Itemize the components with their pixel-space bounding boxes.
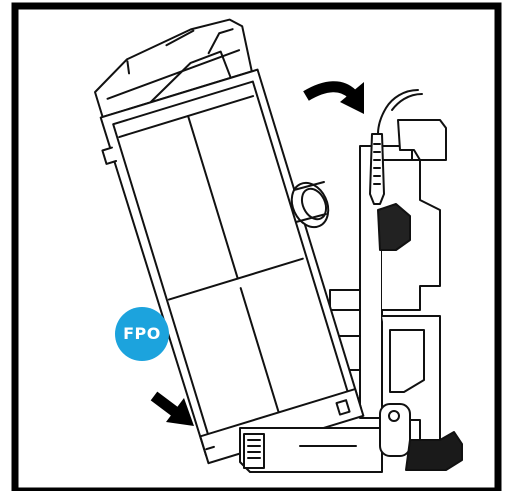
power-cord: [369, 89, 423, 205]
floor-nozzle: [239, 403, 463, 473]
curved-arrow: [303, 81, 364, 114]
fpo-badge-label: FPO: [123, 324, 161, 343]
straight-arrow: [150, 391, 194, 426]
fpo-badge: [115, 307, 169, 361]
dust-canister: [94, 18, 365, 465]
cyclone-intake: [290, 181, 330, 229]
